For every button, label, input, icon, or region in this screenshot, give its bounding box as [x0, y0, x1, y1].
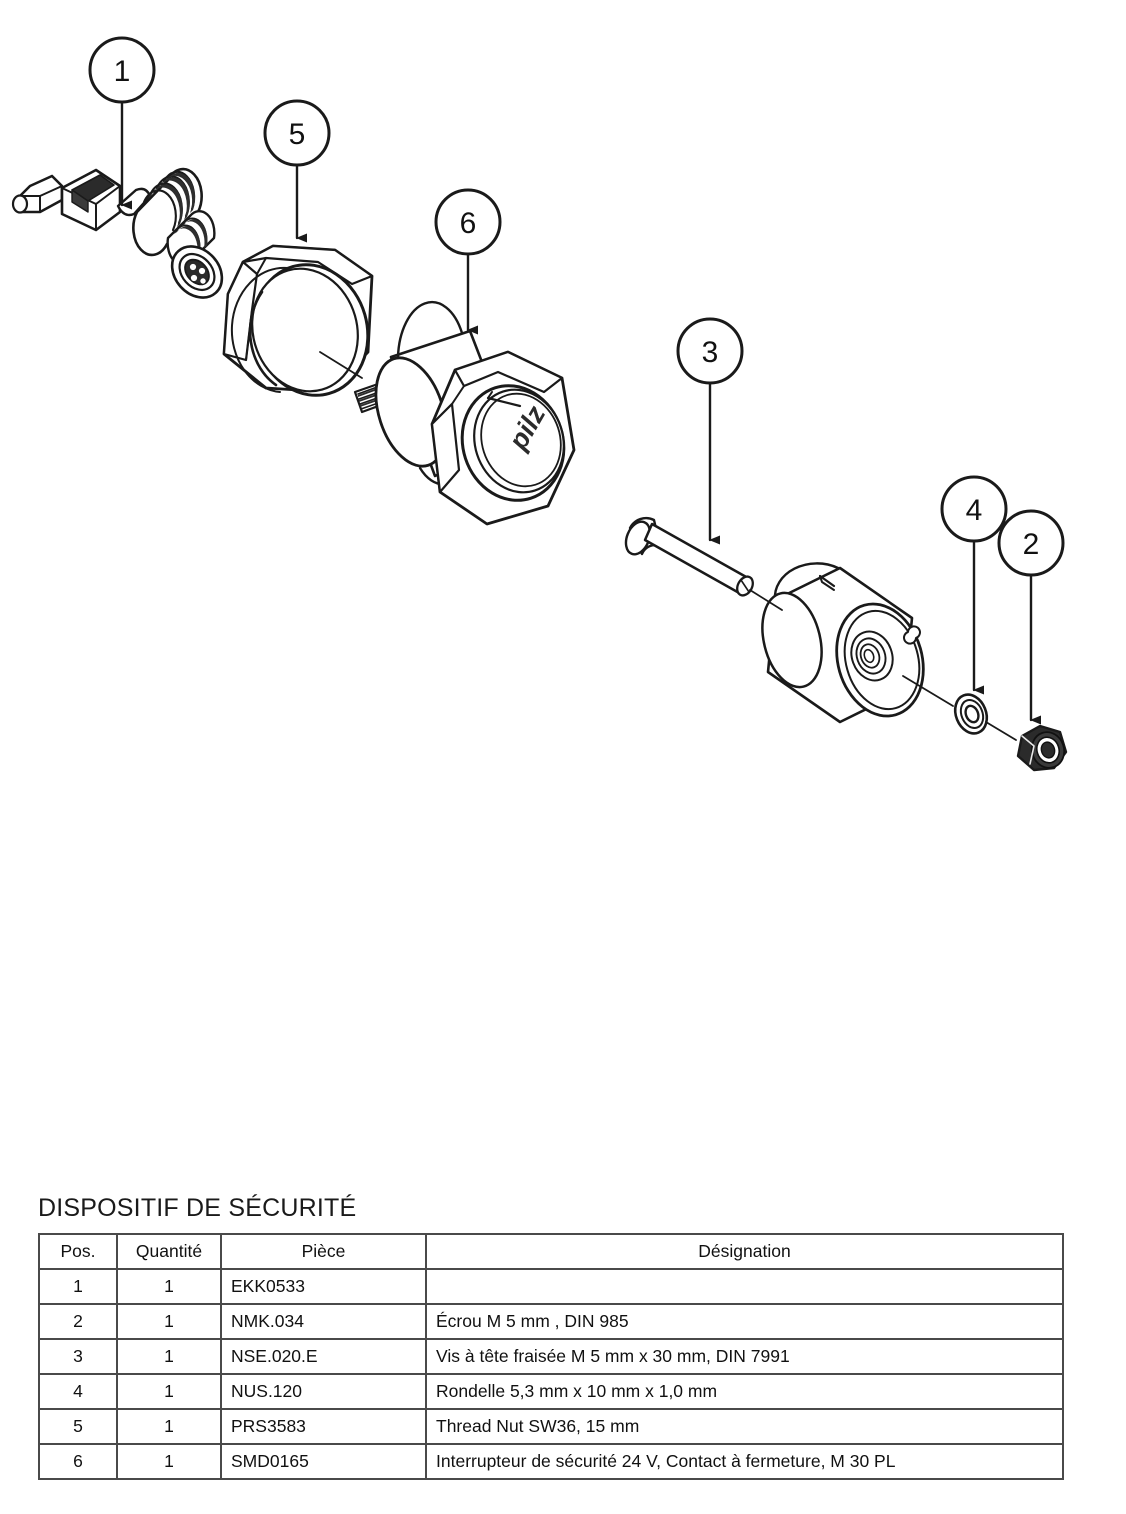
table-header-row: Pos. Quantité Pièce Désignation	[38, 1233, 1064, 1270]
cell-pos: 1	[38, 1268, 118, 1305]
table-row: 1 1 EKK0533	[38, 1268, 1064, 1305]
part-thread-nut	[222, 244, 374, 397]
table-row: 5 1 PRS3583 Thread Nut SW36, 15 mm	[38, 1408, 1064, 1445]
callout-balloon-5-label: 5	[289, 118, 306, 151]
callout-balloon-2-label: 2	[1023, 528, 1040, 561]
cell-pos: 5	[38, 1408, 118, 1445]
callout-balloon-6-label: 6	[460, 207, 477, 240]
table-row: 2 1 NMK.034 Écrou M 5 mm , DIN 985	[38, 1303, 1064, 1340]
cell-quantity: 1	[116, 1268, 222, 1305]
cell-piece: NSE.020.E	[220, 1338, 427, 1375]
callout-balloon-6[interactable]: 6	[434, 188, 502, 256]
table-row: 4 1 NUS.120 Rondelle 5,3 mm x 10 mm x 1,…	[38, 1373, 1064, 1410]
cell-designation: Vis à tête fraisée M 5 mm x 30 mm, DIN 7…	[425, 1338, 1064, 1375]
parts-list-section: DISPOSITIF DE SÉCURITÉ Pos. Quantité Piè…	[38, 1193, 1064, 1480]
part-countersunk-screw	[624, 516, 754, 597]
table-row: 3 1 NSE.020.E Vis à tête fraisée M 5 mm …	[38, 1338, 1064, 1375]
table-row: 6 1 SMD0165 Interrupteur de sécurité 24 …	[38, 1443, 1064, 1480]
cell-designation	[425, 1268, 1064, 1305]
callout-balloon-1-label: 1	[114, 55, 131, 88]
callout-balloon-3-label: 3	[702, 336, 719, 369]
callout-balloon-4[interactable]: 4	[940, 475, 1008, 543]
callout-balloon-4-label: 4	[966, 494, 983, 527]
parts-table: Pos. Quantité Pièce Désignation 1 1 EKK0…	[38, 1233, 1064, 1480]
cell-designation: Interrupteur de sécurité 24 V, Contact à…	[425, 1443, 1064, 1480]
callout-balloon-1[interactable]: 1	[88, 36, 156, 104]
part-washer	[953, 693, 1017, 741]
diagram-canvas: pilz	[11, 36, 1068, 772]
part-actuator-magnet	[749, 562, 954, 724]
column-header-designation: Désignation	[425, 1233, 1064, 1270]
cell-quantity: 1	[116, 1443, 222, 1480]
cell-piece: NMK.034	[220, 1303, 427, 1340]
cell-piece: NUS.120	[220, 1373, 427, 1410]
callout-balloon-2[interactable]: 2	[997, 509, 1065, 577]
part-safety-switch	[353, 300, 576, 526]
cell-designation: Écrou M 5 mm , DIN 985	[425, 1303, 1064, 1340]
cell-quantity: 1	[116, 1373, 222, 1410]
exploded-view-diagram: pilz	[11, 36, 1068, 772]
cell-pos: 3	[38, 1338, 118, 1375]
cell-pos: 4	[38, 1373, 118, 1410]
cell-piece: SMD0165	[220, 1443, 427, 1480]
part-cable-connector	[11, 167, 224, 299]
cell-pos: 6	[38, 1443, 118, 1480]
cell-designation: Rondelle 5,3 mm x 10 mm x 1,0 mm	[425, 1373, 1064, 1410]
cell-piece: EKK0533	[220, 1268, 427, 1305]
column-header-pos: Pos.	[38, 1233, 118, 1270]
cell-designation: Thread Nut SW36, 15 mm	[425, 1408, 1064, 1445]
page-title: DISPOSITIF DE SÉCURITÉ	[38, 1194, 357, 1222]
callout-balloon-5[interactable]: 5	[263, 99, 331, 167]
cell-pos: 2	[38, 1303, 118, 1340]
cell-quantity: 1	[116, 1338, 222, 1375]
callout-balloon-3[interactable]: 3	[676, 317, 744, 385]
part-hex-lock-nut	[1016, 724, 1068, 772]
column-header-quantite: Quantité	[116, 1233, 222, 1270]
cell-quantity: 1	[116, 1303, 222, 1340]
callout-balloons: 1 5 6 3 4 2	[88, 36, 1065, 577]
cell-quantity: 1	[116, 1408, 222, 1445]
column-header-piece: Pièce	[220, 1233, 427, 1270]
cell-piece: PRS3583	[220, 1408, 427, 1445]
